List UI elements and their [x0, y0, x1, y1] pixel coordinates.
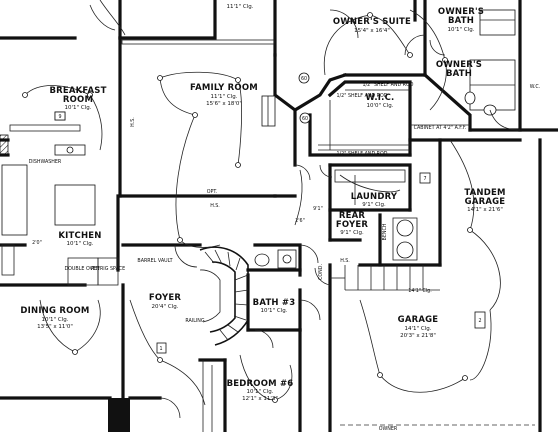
rear-foyer-label: REAR [339, 211, 366, 221]
garage-dim2: 20'3" x 21'8" [400, 333, 436, 339]
foyer-label: FOYER [149, 293, 181, 303]
bath3-dim: 10'1" Clg. [261, 308, 288, 314]
shelf-rod-note-1: 1/2" SHELF AND ROD [363, 82, 414, 88]
detail-lines [0, 9, 535, 432]
rear-foyer-label2: FOYER [336, 220, 368, 230]
opt-note: OPT. [207, 189, 218, 195]
laundry-label: LAUNDRY [351, 192, 398, 202]
breakfast-room-label: BREAKFAST [49, 86, 106, 96]
breakfast-room-label2: ROOM [63, 95, 93, 105]
tandem-garage-label: TANDEM [464, 188, 505, 198]
family-room-dim1: 11'1" Clg. [211, 94, 238, 100]
door-swings [159, 9, 446, 419]
railing-note: RAILING [185, 318, 205, 324]
bath3-label: BATH #3 [253, 298, 296, 308]
owners-bath-1-label: OWNER'S [438, 7, 484, 17]
refrig-space-note: REFRIG SPACE [91, 266, 125, 272]
breakfast-room-dim: 10'1" Clg. [65, 105, 92, 111]
tag-2: 2 [478, 318, 481, 324]
owner-note: OWNER [379, 426, 398, 432]
owners-suite-label: OWNER'S SUITE [333, 17, 411, 27]
bedroom6-label: BEDROOM #6 [227, 379, 294, 389]
owners-bath-2-label2: BATH [446, 69, 472, 79]
wc-note: W.C. [530, 84, 541, 90]
family-room-dim2: 15'6" x 18'0" [206, 101, 242, 107]
owners-bath-1-dim: 10'1" Clg. [448, 27, 475, 33]
barrel-vault-note: BARREL VAULT [137, 258, 172, 264]
bedroom6-dim2: 12'1" x 11'3" [242, 396, 278, 402]
foyer-dim: 20'4" Clg. [152, 304, 179, 310]
shelf-rod-note-2: 1/2" SHELF AND ROD [337, 93, 388, 99]
tag-1: 1 [159, 346, 162, 352]
kitchen-label: KITCHEN [58, 231, 101, 241]
shelf-rod-note-3: 1/2" SHELF AND ROD [337, 151, 388, 157]
room-labels: 11'1" Clg. OWNER'S SUITE 15'4" x 16'4" O… [20, 4, 540, 432]
callout-tags: 60 60 9 7 1 2 [54, 72, 482, 352]
dim-9-1: 9'1" [313, 206, 323, 212]
wic-dim: 10'0" Clg. [367, 103, 394, 109]
dining-room-label: DINING ROOM [20, 306, 89, 316]
wic-label: W.I.C. [366, 93, 395, 103]
owners-suite-dim: 15'4" x 16'4" [354, 28, 390, 34]
family-room-label: FAMILY ROOM [190, 83, 258, 93]
dim-2-0: 2'0" [32, 240, 42, 246]
tag-7: 7 [423, 176, 426, 182]
rear-foyer-dim: 9'1" Clg. [340, 230, 364, 236]
tag-60b: 60 [302, 116, 308, 122]
hs-garage-note: H.S. [340, 258, 350, 264]
bench-note: BENCH [382, 223, 388, 240]
top-clg-dim: 11'1" Clg. [227, 4, 254, 10]
garage-label: GARAGE [398, 315, 439, 325]
garage-stairs [330, 265, 440, 291]
electrical-wiring [22, 0, 521, 406]
tandem-garage-label2: GARAGE [465, 197, 506, 207]
double-oven-note: DOUBLE OVEN [64, 266, 100, 272]
cabinet-note: CABINET AT 4'2" A.F.F. [414, 125, 467, 131]
cond-note: COND. [318, 264, 324, 280]
owners-bath-1-label2: BATH [448, 16, 474, 26]
dining-room-dim2: 13'5" x 11'0" [37, 324, 73, 330]
tandem-garage-dim: 14'1" x 21'6" [467, 207, 503, 213]
garage-clg-note: 14'1" Clg. [408, 288, 431, 294]
dishwasher-note: DISHWASHER [29, 159, 62, 165]
owners-bath-2-label: OWNER'S [436, 60, 482, 70]
kitchen-dim: 10'1" Clg. [67, 241, 94, 247]
hs-note: H.S. [210, 203, 220, 209]
garage-dim1: 14'1" Clg. [405, 326, 432, 332]
hs-note-2: H.S. [130, 117, 136, 127]
dim-2-6: 2'6" [295, 218, 305, 224]
bedroom6-dim1: 10'1" Clg. [247, 389, 274, 395]
tag-9: 9 [58, 114, 61, 120]
dining-room-dim1: 10'1" Clg. [42, 317, 69, 323]
tag-60a: 60 [301, 76, 307, 82]
laundry-dim: 9'1" Clg. [362, 202, 386, 208]
